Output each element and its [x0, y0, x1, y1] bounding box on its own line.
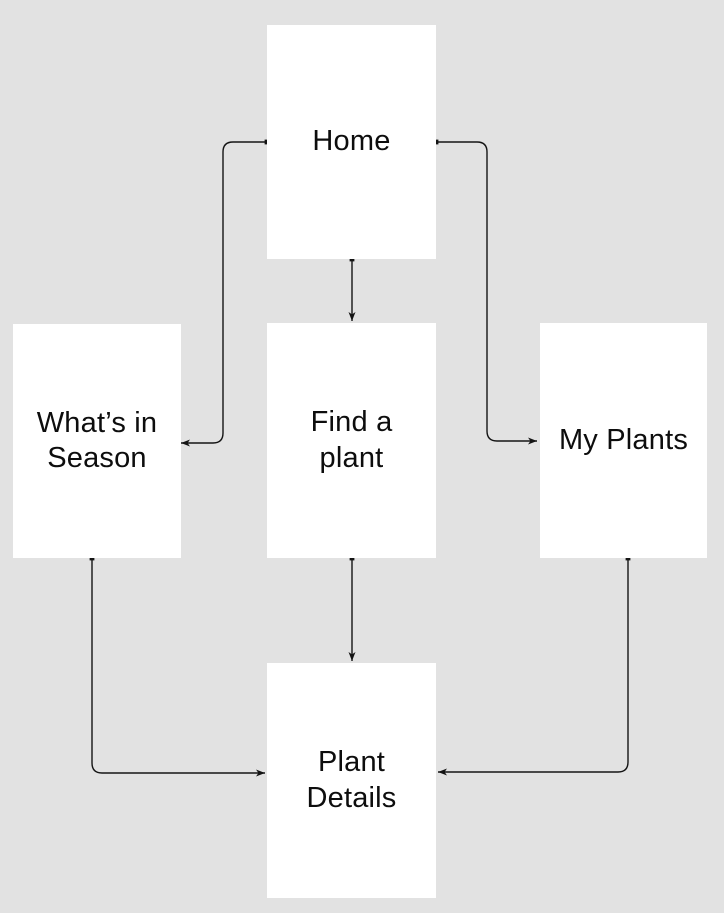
node-whats-in-season-label: What’s in Season: [36, 406, 158, 474]
connector-home-to-whats-in-season: [181, 139, 270, 447]
node-find-a-plant-label: Find a plant: [310, 406, 393, 474]
node-find-a-plant[interactable]: Find a plant: [267, 323, 436, 558]
node-plant-details-label: Plant Details: [306, 746, 397, 814]
node-whats-in-season[interactable]: What’s in Season: [13, 324, 181, 558]
connector-my-plants-to-plant-details: [438, 555, 631, 776]
connector-home-to-my-plants: [433, 139, 537, 445]
node-my-plants-label: My Plants: [558, 423, 689, 456]
node-home[interactable]: Home: [267, 25, 436, 259]
node-my-plants[interactable]: My Plants: [540, 323, 707, 558]
node-home-label: Home: [312, 125, 391, 158]
node-plant-details[interactable]: Plant Details: [267, 663, 436, 898]
connector-whats-in-season-to-plant-details: [89, 555, 265, 777]
